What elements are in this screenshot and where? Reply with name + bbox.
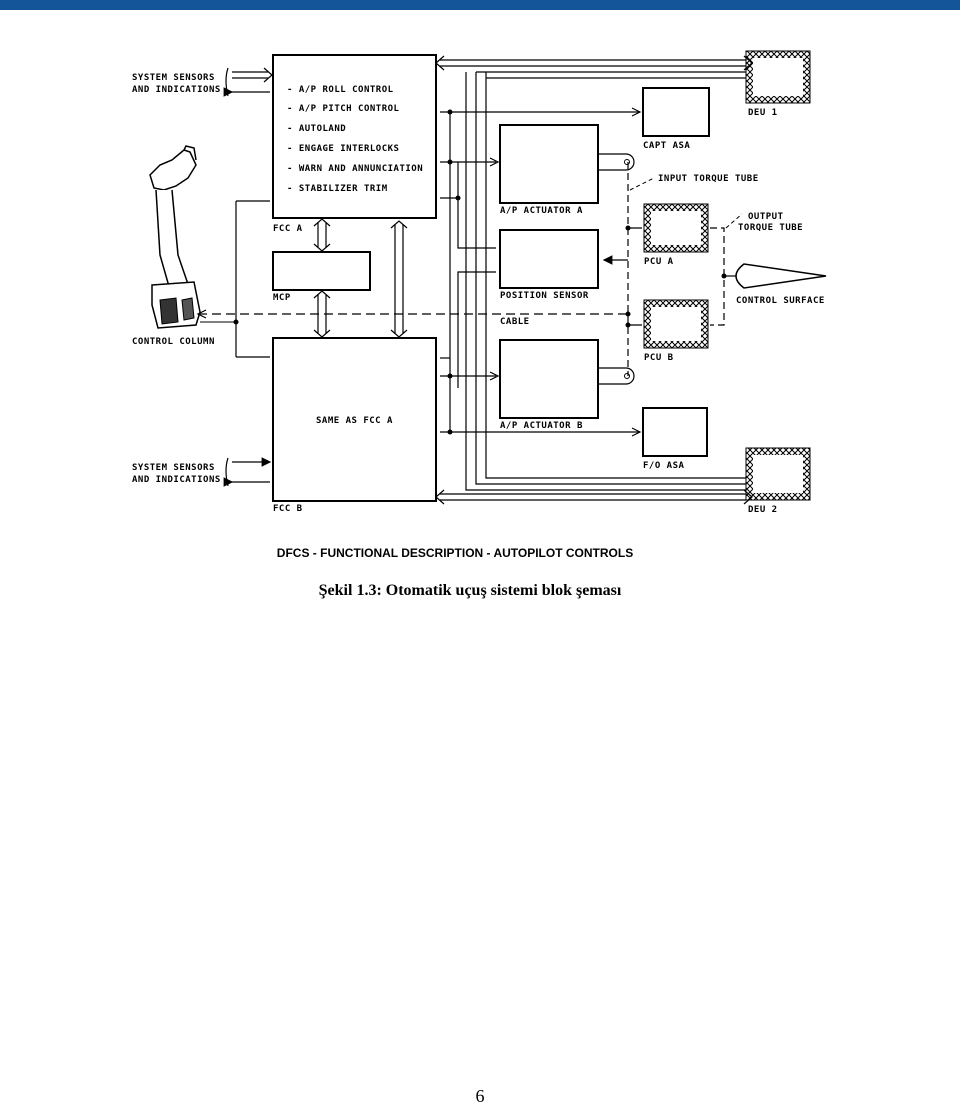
mcp-box: [272, 251, 371, 291]
deu-1-label: DEU 1: [748, 108, 778, 118]
fo-asa-label: F/O ASA: [643, 461, 685, 471]
fcc-b-box: [272, 337, 437, 502]
capt-asa-label: CAPT ASA: [643, 141, 690, 151]
control-column-label: CONTROL COLUMN: [132, 337, 215, 347]
actuator-b-crank: [598, 367, 635, 385]
fcc-b-same-as: SAME AS FCC A: [316, 416, 393, 426]
fcc-mcp-link: [317, 222, 327, 248]
fcc-a-item-pitch: - A/P PITCH CONTROL: [287, 104, 400, 114]
fo-asa-box: [642, 407, 708, 457]
autopilot-block-diagram: SYSTEM SENSORS AND INDICATIONS - A/P ROL…: [132, 50, 827, 515]
capt-asa-box: [642, 87, 710, 137]
cable-label: CABLE: [500, 317, 530, 327]
position-sensor-box: [499, 229, 599, 289]
fcc-a-label: FCC A: [273, 224, 303, 234]
header-bar: [0, 0, 960, 10]
fcc-a-item-trim: - STABILIZER TRIM: [287, 184, 388, 194]
control-column-icon: [149, 145, 201, 329]
figure-caption: Şekil 1.3: Otomatik uçuş sistemi blok şe…: [318, 582, 622, 599]
pcu-b-label: PCU B: [644, 353, 674, 363]
signal-links: [440, 111, 640, 433]
ap-actuator-a-label: A/P ACTUATOR A: [500, 206, 583, 216]
pcu-a-label: PCU A: [644, 257, 674, 267]
deu-2-label: DEU 2: [748, 505, 778, 515]
output-torque-tube: [710, 227, 725, 326]
fcc-a-item-autoland: - AUTOLAND: [287, 124, 346, 134]
system-sensors-top-line1: SYSTEM SENSORS: [132, 73, 215, 83]
diagram-title: DFCS - FUNCTIONAL DESCRIPTION - AUTOPILO…: [276, 546, 634, 560]
input-torque-tube-label: INPUT TORQUE TUBE: [658, 174, 759, 184]
sensors-top-arrow-in: [232, 71, 268, 79]
sensors-top-brace: [225, 67, 229, 97]
output-torque-tube-label-2: TORQUE TUBE: [738, 223, 803, 233]
system-sensors-bottom-line1: SYSTEM SENSORS: [132, 463, 215, 473]
system-sensors-bottom-line2: AND INDICATIONS: [132, 475, 221, 485]
ap-actuator-b-box: [499, 339, 599, 419]
ap-actuator-a-box: [499, 124, 599, 204]
actuator-a-crank: [598, 153, 635, 171]
fcc-a-item-interlocks: - ENGAGE INTERLOCKS: [287, 144, 399, 154]
fcc-b-label: FCC B: [273, 504, 303, 514]
control-column-links: [235, 200, 270, 358]
fcca-fccb-link: [394, 224, 404, 334]
fcc-a-item-warn: - WARN AND ANNUNCIATION: [287, 164, 423, 174]
mcp-label: MCP: [273, 293, 291, 303]
sensors-top-arrow-head: [263, 67, 273, 83]
control-surface-shape: [735, 263, 827, 289]
control-surface-label: CONTROL SURFACE: [736, 296, 825, 306]
fcc-a-item-roll: - A/P ROLL CONTROL: [287, 85, 394, 95]
position-sensor-label: POSITION SENSOR: [500, 291, 589, 301]
fcc-a-box: [272, 54, 437, 219]
output-torque-tube-label-1: OUTPUT: [748, 212, 784, 222]
deu-bus-lines: [440, 59, 746, 501]
system-sensors-top-line2: AND INDICATIONS: [132, 85, 221, 95]
ap-actuator-b-label: A/P ACTUATOR B: [500, 421, 583, 431]
page-number: 6: [475, 1086, 485, 1106]
